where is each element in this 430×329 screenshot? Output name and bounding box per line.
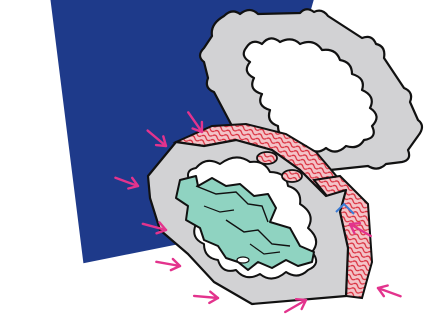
pressure-arrow-icon <box>141 222 168 232</box>
teal-cast-part <box>175 175 315 271</box>
pressure-arrow-head-icon <box>208 290 220 305</box>
pressure-arrow-icon <box>146 129 168 148</box>
pressure-arrow-head-icon <box>191 120 204 134</box>
pressure-arrow-icon <box>284 298 308 314</box>
pressure-arrow-icon <box>348 222 372 238</box>
pressure-arrow-head-icon <box>155 221 168 235</box>
pressure-arrow-icon <box>376 286 402 298</box>
pour-pegs <box>256 151 303 183</box>
corner-marker-icon <box>335 202 355 215</box>
pressure-arrow-head-icon <box>169 257 182 272</box>
pressure-arrow-icon <box>155 260 182 268</box>
top-mold-lid <box>198 8 424 177</box>
pressure-arrow-icon <box>114 176 140 188</box>
pressure-arrow-head-icon <box>154 135 168 148</box>
pressure-arrow-icon <box>192 294 220 300</box>
pressure-arrow-head-icon <box>294 298 308 311</box>
pressure-arrow-head-icon <box>348 222 362 235</box>
pressure-arrows <box>114 111 402 314</box>
pressure-arrow-head-icon <box>376 284 389 298</box>
pressure-arrow-head-icon <box>127 176 140 190</box>
pressure-arrow-icon <box>187 111 204 134</box>
